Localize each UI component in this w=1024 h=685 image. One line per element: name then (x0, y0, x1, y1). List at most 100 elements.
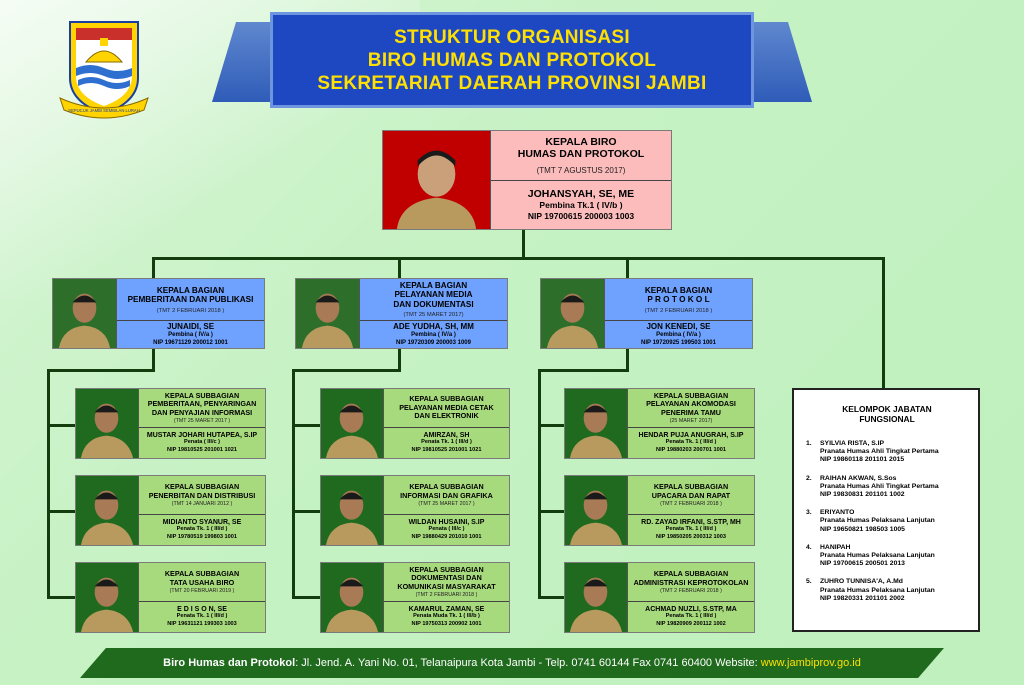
subbagian-9-title-1: KEPALA SUBBAGIAN (653, 569, 729, 579)
subbagian-3-grade: Penata Tk. 1 ( III/d ) (176, 612, 228, 619)
subbagian-1-title-3: DAN PENYAJIAN INFORMASI (151, 407, 253, 417)
title-banner: STRUKTUR ORGANISASI BIRO HUMAS DAN PROTO… (270, 12, 754, 108)
bagian-3-name: JON KENEDI, SE (646, 322, 711, 331)
subbagian-2-name: MIDIANTO SYANUR, SE (162, 518, 242, 526)
subbagian-box-media-cetak: KEPALA SUBBAGIAN PELAYANAN MEDIA CETAK D… (320, 388, 510, 459)
bagian-2-nip: NIP 19720309 200003 1009 (396, 340, 471, 346)
fungsional-item-nip: NIP 19700615 200501 2013 (820, 560, 905, 568)
subbagian-9-title-2: ADMINISTRASI KEPROTOKOLAN (633, 577, 749, 587)
connector-to-bagian-3 (626, 257, 629, 279)
bagian-2-tmt: (TMT 25 MARET 2017) (403, 312, 464, 319)
subbagian-8-title-2: UPACARA DAN RAPAT (651, 490, 731, 500)
bagian-1-title-1: KEPALA BAGIAN (156, 285, 225, 295)
subbagian-2-tmt: (TMT 14 JANUARI 2012 ) (171, 500, 233, 507)
subbagian-5-grade: Penata ( III/c ) (428, 525, 465, 532)
connector-sub-3-3 (538, 596, 564, 599)
subbagian-9-photo (565, 563, 628, 632)
bagian-1-title-2: PEMBERITAAN DAN PUBLIKASI (127, 295, 254, 304)
subbagian-6-name: KAMARUL ZAMAN, SE (408, 605, 485, 613)
fungsional-item-name: SYILVIA RISTA, S.IP (820, 440, 885, 447)
subbagian-6-grade: Penata Muda Tk. 1 ( III/b ) (413, 612, 480, 619)
head-box-kepala-biro: KEPALA BIRO HUMAS DAN PROTOKOL (TMT 7 AG… (382, 130, 672, 230)
head-photo (383, 131, 491, 229)
head-title-1: KEPALA BIRO (545, 136, 617, 148)
fungsional-item-role: Pranata Humas Ahli Tingkat Pertama (820, 482, 939, 490)
fungsional-item-nip: NIP 19820331 201101 2002 (820, 594, 905, 602)
bagian-1-nip: NIP 19671129 200012 1001 (153, 340, 228, 346)
subbagian-4-title-3: DAN ELEKTRONIK (414, 411, 479, 421)
fungsional-list: 1. SYILVIA RISTA, S.IP Pranata Humas Ahl… (806, 440, 968, 603)
connector-branch-1-vertical (152, 348, 155, 370)
subbagian-6-photo (321, 563, 384, 632)
subbagian-7-title-1: KEPALA SUBBAGIAN (653, 390, 729, 400)
connector-branch-2-spine (292, 369, 295, 597)
fungsional-item-role: Pranata Humas Pelaksana Lanjutan (820, 517, 935, 525)
fungsional-box: KELOMPOK JABATAN FUNGSIONAL 1. SYILVIA R… (792, 388, 980, 632)
bagian-2-name: ADE YUDHA, SH, MM (393, 322, 474, 331)
connector-branch-3-vertical (626, 348, 629, 370)
fungsional-item-name: RAIHAN AKWAN, S.Sos (820, 474, 897, 482)
subbagian-1-photo (76, 389, 139, 458)
subbagian-8-title-1: KEPALA SUBBAGIAN (653, 482, 729, 492)
subbagian-box-akomodasi: KEPALA SUBBAGIAN PELAYANAN AKOMODASI PEN… (564, 388, 755, 459)
bagian-1-name: JUNAIDI, SE (166, 322, 215, 331)
connector-branch-3-horizontal (538, 369, 629, 372)
subbagian-1-title-1: KEPALA SUBBAGIAN (164, 390, 240, 400)
fungsional-item-nip: NIP 19830831 201101 1002 (820, 491, 905, 499)
subbagian-7-title-2: PELAYANAN AKOMODASI (646, 399, 736, 409)
subbagian-4-name: AMIRZAN, SH (423, 431, 470, 439)
footer-website-link[interactable]: www.jambiprov.go.id (760, 657, 861, 669)
fungsional-item-name: ZUHRO TUNNISA'A, A.Md (820, 578, 903, 586)
bagian-2-title-3: DAN DOKUMENTASI (393, 299, 474, 309)
fungsional-item-nip: NIP 19650821 198503 1005 (820, 525, 905, 533)
connector-to-bagian-1 (152, 257, 155, 279)
subbagian-box-pemberitaan: KEPALA SUBBAGIAN PEMBERITAAN, PENYARINGA… (75, 388, 266, 459)
connector-sub-2-2 (292, 510, 320, 513)
connector-sub-2-1 (292, 424, 320, 427)
list-item: 2. RAIHAN AKWAN, S.Sos Pranata Humas Ahl… (806, 475, 968, 500)
subbagian-6-title-2: DOKUMENTASI DAN (411, 573, 482, 583)
subbagian-box-upacara: KEPALA SUBBAGIAN UPACARA DAN RAPAT (TMT … (564, 475, 755, 546)
subbagian-5-title-1: KEPALA SUBBAGIAN (409, 482, 484, 492)
head-nip: NIP 19700615 200003 1003 (527, 211, 635, 221)
subbagian-box-tata-usaha: KEPALA SUBBAGIAN TATA USAHA BIRO (TMT 20… (75, 562, 266, 633)
subbagian-box-penerbitan: KEPALA SUBBAGIAN PENERBITAN DAN DISTRIBU… (75, 475, 266, 546)
connector-sub-3-1 (538, 424, 564, 427)
subbagian-7-tmt: (25 MARET 2017) (669, 418, 713, 425)
subbagian-4-title-2: PELAYANAN MEDIA CETAK (399, 402, 494, 412)
head-title-2: HUMAS DAN PROTOKOL (517, 148, 645, 160)
subbagian-8-nip: NIP 19850205 200312 1003 (656, 533, 726, 540)
subbagian-1-name: MUSTAR JOHARI HUTAPEA, S.IP (146, 431, 258, 439)
bagian-box-pemberitaan: KEPALA BAGIAN PEMBERITAAN DAN PUBLIKASI … (52, 278, 265, 349)
bagian-3-tmt: (TMT 2 FEBRUARI 2018 ) (644, 307, 713, 314)
connector-sub-1-3 (47, 596, 75, 599)
title-line-2: BIRO HUMAS DAN PROTOKOL (367, 49, 657, 71)
fungsional-item-number: 1. (806, 440, 812, 447)
subbagian-6-tmt: (TMT 2 FEBRUARI 2018 ) (415, 592, 478, 599)
subbagian-box-keprotokolan: KEPALA SUBBAGIAN ADMINISTRASI KEPROTOKOL… (564, 562, 755, 633)
bagian-1-photo (53, 279, 117, 348)
subbagian-6-title-1: KEPALA SUBBAGIAN (409, 564, 484, 574)
subbagian-8-tmt: (TMT 2 FEBRUARI 2018 ) (660, 500, 722, 507)
title-line-1: STRUKTUR ORGANISASI (394, 26, 630, 48)
bagian-2-title-2: PELAYANAN MEDIA (394, 290, 473, 300)
connector-sub-1-2 (47, 510, 75, 513)
subbagian-7-name: HENDAR PUJA ANUGRAH, S.IP (638, 431, 744, 439)
list-item: 5. ZUHRO TUNNISA'A, A.Md Pranata Humas P… (806, 578, 968, 603)
fungsional-item-role: Pranata Humas Pelaksana Lanjutan (820, 586, 935, 594)
bagian-box-pelayanan-media: KEPALA BAGIAN PELAYANAN MEDIA DAN DOKUME… (295, 278, 508, 349)
subbagian-6-title-3: KOMUNIKASI MASYARAKAT (397, 581, 496, 591)
bagian-2-title-1: KEPALA BAGIAN (399, 280, 468, 290)
connector-branch-1-horizontal (47, 369, 155, 372)
list-item: 3. ERIYANTO Pranata Humas Pelaksana Lanj… (806, 509, 968, 534)
subbagian-5-nip: NIP 19880429 201010 1001 (411, 533, 482, 540)
subbagian-3-title-2: TATA USAHA BIRO (169, 577, 235, 587)
bagian-3-title-1: KEPALA BAGIAN (644, 285, 713, 295)
subbagian-9-tmt: (TMT 2 FEBRUARI 2018 ) (660, 587, 722, 594)
jambi-province-logo: SEPUCUK JAMBI SEMBILAN LURAH (56, 18, 152, 122)
subbagian-8-name: RD. ZAYAD IRFANI, S.STP, MH (641, 518, 741, 526)
subbagian-4-grade: Penata Tk. 1 ( III/d ) (421, 438, 472, 445)
title-line-3: SEKRETARIAT DAERAH PROVINSI JAMBI (317, 72, 707, 94)
fungsional-title-1: KELOMPOK JABATAN (842, 404, 932, 414)
subbagian-7-nip: NIP 19880203 200701 1001 (656, 446, 726, 453)
